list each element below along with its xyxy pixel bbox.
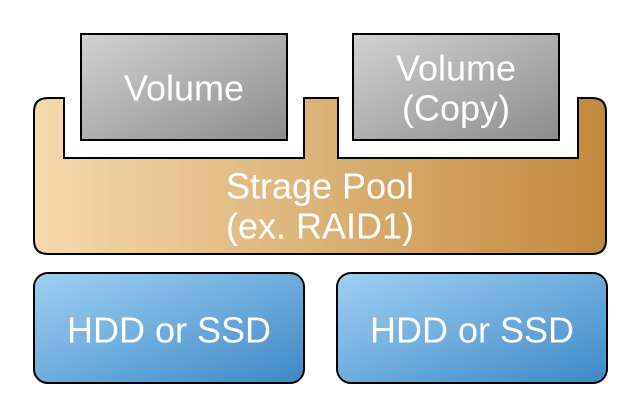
disk-box-2 [336, 272, 608, 384]
volume-label: Volume [124, 68, 244, 109]
storage-pool-box [33, 97, 607, 255]
disk-label-2: HDD or SSD [370, 310, 574, 351]
disk-label-1: HDD or SSD [67, 310, 271, 351]
volume-copy-label: Volume [396, 48, 516, 89]
volume-copy-sublabel: (Copy) [402, 88, 510, 129]
volume-box [80, 33, 288, 141]
disk-box-1 [33, 272, 305, 384]
storage-pool-label: Strage Pool [226, 166, 414, 207]
volume-copy-box [352, 33, 560, 141]
storage-pool-sublabel: (ex. RAID1) [226, 206, 414, 247]
